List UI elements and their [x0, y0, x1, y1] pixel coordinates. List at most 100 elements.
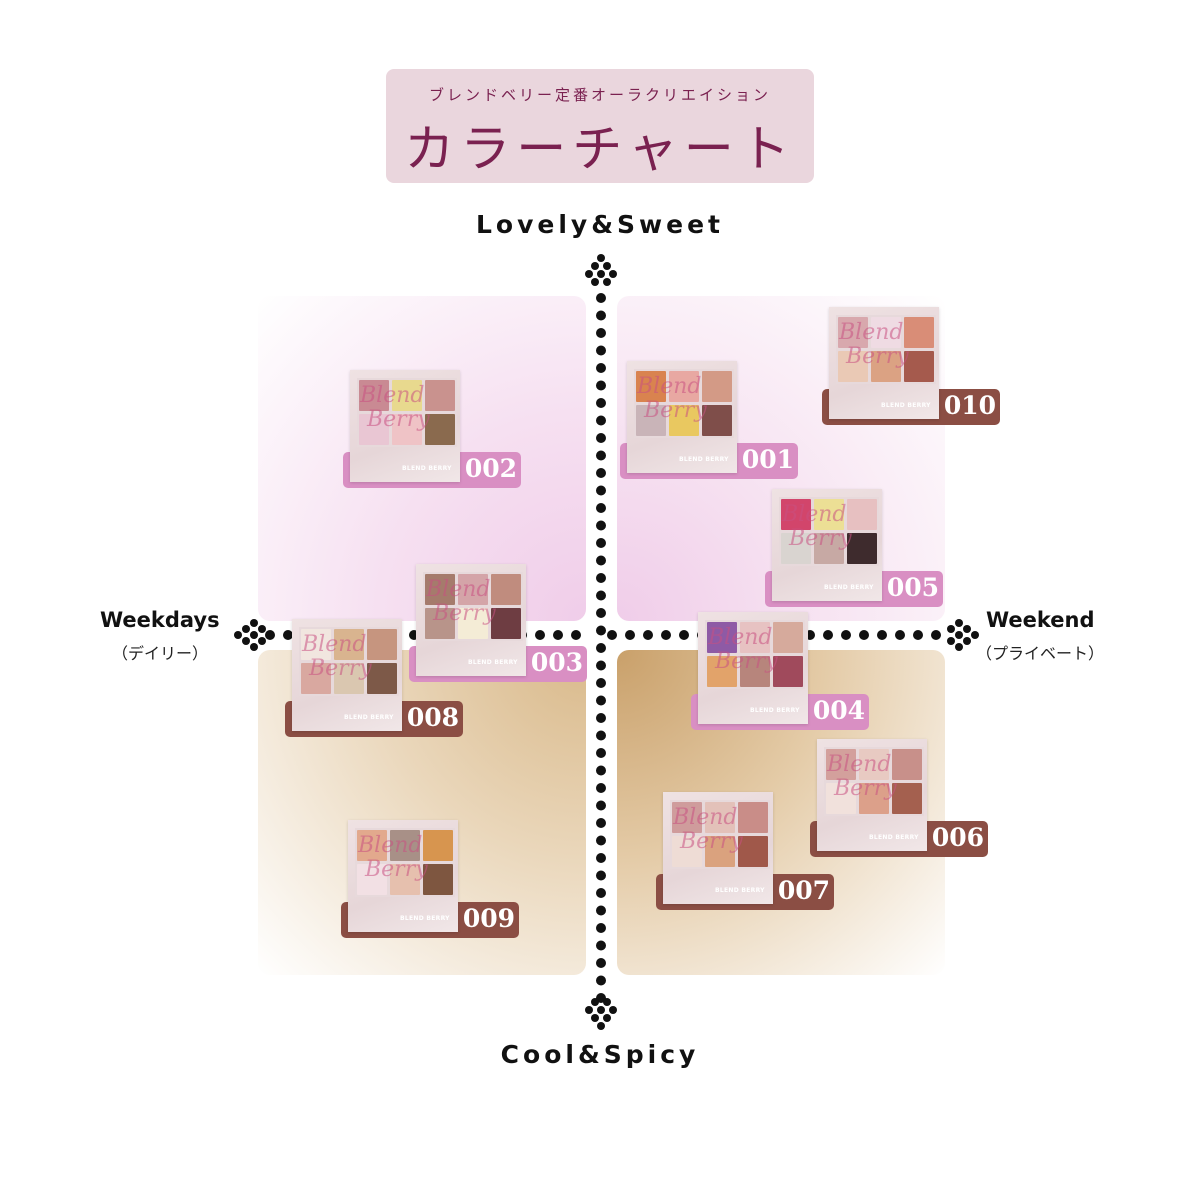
axis-dot — [597, 1006, 605, 1014]
axis-dot — [596, 975, 606, 986]
axis-dot — [971, 631, 979, 639]
palette-case: Blend Berry BLEND BERRY — [292, 619, 402, 731]
axis-dot — [596, 783, 606, 793]
eyeshadow-swatch — [707, 656, 737, 687]
axis-dot — [535, 630, 545, 640]
axis-dot — [596, 485, 606, 496]
axis-sublabel-left: （デイリー） — [112, 644, 209, 663]
axis-dot — [585, 270, 593, 278]
axis-dot — [596, 730, 606, 741]
eyeshadow-swatch — [826, 749, 856, 780]
eyeshadow-swatch — [702, 371, 732, 402]
axis-dot — [596, 678, 606, 688]
eyeshadow-swatch — [740, 622, 770, 653]
swatch-grid — [705, 620, 805, 689]
eyeshadow-swatch — [636, 371, 666, 402]
palette-010: 010 Blend Berry BLEND BERRY — [822, 307, 1002, 432]
eyeshadow-swatch — [738, 836, 768, 867]
subtitle: ブレンドベリー定番オーラクリエイション — [428, 86, 771, 104]
axis-dot — [596, 345, 606, 356]
eyeshadow-swatch — [702, 405, 732, 436]
axis-dot — [250, 619, 258, 627]
palette-code: 004 — [812, 696, 865, 725]
axis-dot — [596, 818, 606, 828]
axis-dot — [596, 940, 606, 951]
axis-dot — [963, 637, 971, 645]
page-title: カラーチャート — [404, 120, 796, 178]
axis-sublabel-right: （プライベート） — [976, 644, 1105, 663]
axis-dot — [571, 630, 581, 640]
axis-dot — [596, 468, 606, 478]
brand-label: BLEND BERRY — [468, 659, 518, 666]
axis-dot — [679, 630, 689, 640]
axis-dot — [591, 998, 599, 1006]
eyeshadow-swatch — [425, 608, 455, 639]
eyeshadow-swatch — [707, 622, 737, 653]
eyeshadow-swatch — [892, 749, 922, 780]
eyeshadow-swatch — [838, 351, 868, 382]
axis-label-left: Weekdays — [100, 608, 220, 632]
eyeshadow-swatch — [458, 574, 488, 605]
axis-dot — [947, 625, 955, 633]
eyeshadow-swatch — [390, 830, 420, 861]
axis-dot — [596, 398, 606, 408]
axis-dot — [596, 905, 606, 916]
eyeshadow-swatch — [357, 830, 387, 861]
swatch-grid — [779, 497, 879, 566]
axis-dot — [596, 958, 606, 968]
axis-dot — [596, 835, 606, 846]
axis-dot — [625, 630, 635, 640]
eyeshadow-swatch — [359, 380, 389, 411]
eyeshadow-swatch — [826, 783, 856, 814]
axis-dot — [596, 800, 606, 811]
axis-dot — [596, 765, 606, 776]
eyeshadow-swatch — [669, 371, 699, 402]
axis-dot — [258, 625, 266, 633]
eyeshadow-swatch — [301, 663, 331, 694]
axis-dot — [955, 643, 963, 651]
eyeshadow-swatch — [672, 802, 702, 833]
palette-code: 007 — [777, 876, 830, 905]
palette-001: 001 Blend Berry BLEND BERRY — [620, 361, 800, 486]
brand-label: BLEND BERRY — [715, 887, 765, 894]
axis-dot — [553, 630, 563, 640]
axis-dot — [841, 630, 851, 640]
eyeshadow-swatch — [705, 802, 735, 833]
swatch-grid — [299, 627, 399, 696]
palette-code: 009 — [462, 904, 515, 933]
eyeshadow-swatch — [458, 608, 488, 639]
eyeshadow-swatch — [773, 656, 803, 687]
eyeshadow-swatch — [838, 317, 868, 348]
axis-dot — [596, 415, 606, 426]
eyeshadow-swatch — [636, 405, 666, 436]
axis-dot — [596, 450, 606, 461]
palette-008: 008 Blend Berry BLEND BERRY — [285, 619, 465, 744]
palette-002: 002 Blend Berry BLEND BERRY — [343, 370, 523, 495]
eyeshadow-swatch — [705, 836, 735, 867]
axis-dot — [609, 270, 617, 278]
axis-dot — [596, 660, 606, 671]
palette-case: Blend Berry BLEND BERRY — [350, 370, 460, 482]
eyeshadow-swatch — [871, 351, 901, 382]
axis-dot — [596, 380, 606, 391]
axis-dot — [596, 433, 606, 443]
axis-dot — [596, 590, 606, 601]
axis-dot — [596, 853, 606, 863]
eyeshadow-swatch — [301, 629, 331, 660]
axis-dot — [947, 637, 955, 645]
axis-dot — [603, 1014, 611, 1022]
eyeshadow-swatch — [740, 656, 770, 687]
swatch-grid — [355, 828, 455, 897]
swatch-grid — [824, 747, 924, 816]
eyeshadow-swatch — [423, 830, 453, 861]
eyeshadow-swatch — [423, 864, 453, 895]
axis-dot — [895, 630, 905, 640]
eyeshadow-swatch — [669, 405, 699, 436]
eyeshadow-swatch — [859, 783, 889, 814]
eyeshadow-swatch — [814, 499, 844, 530]
palette-009: 009 Blend Berry BLEND BERRY — [341, 820, 521, 945]
axis-dot — [596, 625, 606, 636]
palette-case: Blend Berry BLEND BERRY — [698, 612, 808, 724]
axis-dot — [596, 695, 606, 706]
eyeshadow-swatch — [847, 533, 877, 564]
